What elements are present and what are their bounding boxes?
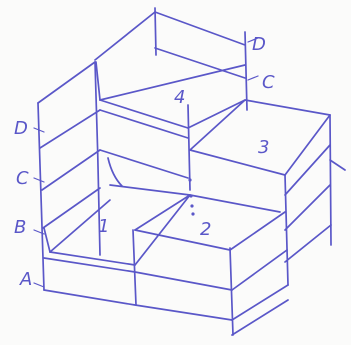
block3-top-right [285,115,330,175]
block3-back-line [330,160,345,170]
left-layer-a [43,188,100,228]
block2-top-right [230,212,285,250]
block3-layer-2 [285,185,330,230]
block1-top-right [135,195,190,265]
base-front-vertical-1 [133,230,136,305]
left-layer-d [38,62,95,103]
block-label-4: 4 [174,87,185,108]
block-label-1: 1 [98,216,109,237]
left-layer-b [42,150,100,190]
tick-a-left [34,283,44,287]
dot [190,204,193,207]
block-label-2: 2 [200,219,211,240]
tick-c-right [248,76,258,80]
base-layer-right-1 [232,250,287,290]
base-bottom [232,300,288,335]
block3-layer-3 [285,225,331,262]
block1-top-front [50,252,135,265]
left-label-c: C [16,168,29,189]
dot [188,178,191,181]
left-label-a: A [19,269,32,290]
front-layer-3 [108,158,122,186]
right-label-c: C [262,72,275,93]
sketch-lines [34,8,345,335]
base-left-corner [44,228,50,252]
tower-top-back [95,12,155,60]
right-label-d: D [252,34,266,55]
base-layer-b [44,290,232,320]
block3-layer-1 [285,145,330,195]
base-layer-right-2 [232,285,288,320]
dot [191,212,194,215]
tick-c-left [34,178,44,182]
tower-top-right [155,12,245,45]
base-layer-a [44,258,232,290]
dot [189,194,192,197]
block-label-3: 3 [258,137,269,158]
tower-right-top [188,100,245,128]
block1-top-back [110,185,190,195]
tower-right-vertical [245,32,247,110]
block3-top-front [190,150,285,175]
left-label-b: B [14,217,26,238]
left-label-d: D [14,118,28,139]
tower-layer-2 [155,48,245,78]
left-layer-c [40,110,100,148]
base-front-vertical-2 [230,248,233,335]
